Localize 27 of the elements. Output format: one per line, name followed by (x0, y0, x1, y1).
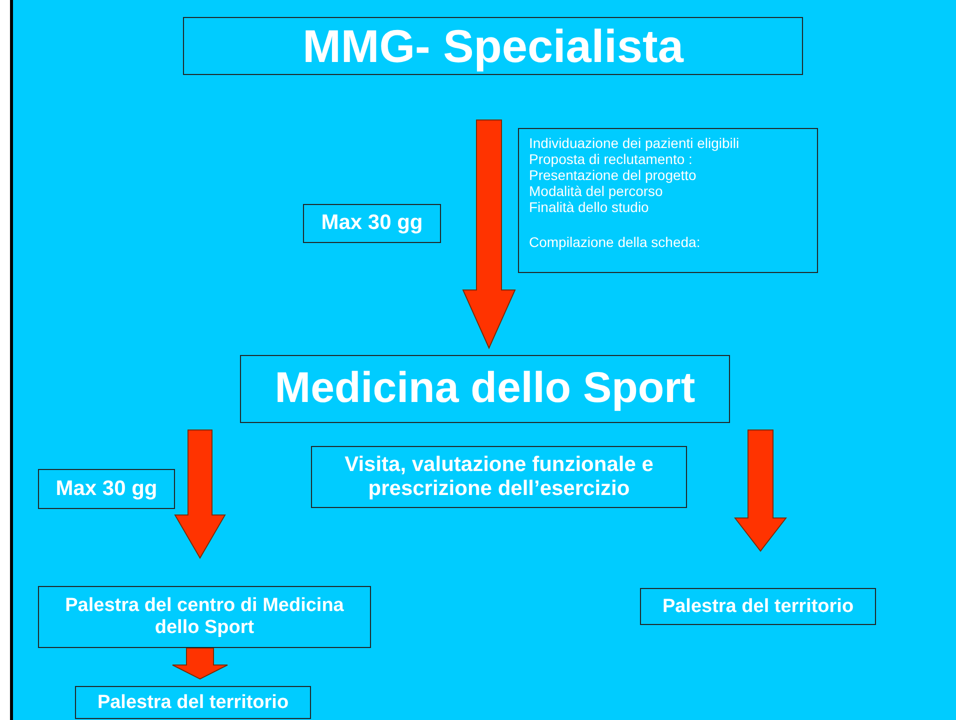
process-box (38, 586, 371, 648)
box-text: Medicina dello Sport (274, 364, 696, 414)
box-text: Visita, valutazione funzionale e prescrizione dell’esercizio (344, 452, 654, 502)
box-text: Max 30 gg (321, 211, 423, 236)
box-text: Palestra del centro di Medicina dello Sport (64, 595, 345, 639)
list-item: Modalità del percorso (529, 183, 663, 200)
block-arrow (734, 430, 788, 552)
box-text: Max 30 gg (56, 476, 158, 502)
box-text: MMG- Specialista (302, 20, 684, 72)
box-text: Palestra del territorio (97, 692, 289, 714)
list-item: Presentazione del progetto (529, 167, 696, 184)
block-arrow (462, 120, 516, 350)
list-item: Compilazione della scheda: (529, 234, 700, 251)
process-box (303, 204, 441, 243)
block-arrow (172, 648, 228, 680)
process-box (38, 469, 175, 509)
process-box (311, 446, 687, 508)
list-item: Finalità dello studio (529, 199, 649, 216)
process-box (240, 355, 730, 423)
process-box (183, 17, 803, 75)
box-text: Palestra del territorio (662, 596, 854, 618)
list-item: Proposta di reclutamento : (529, 151, 692, 168)
process-box (640, 588, 876, 625)
block-arrow (174, 430, 226, 559)
note-box (518, 128, 818, 273)
list-item: Individuazione dei pazienti eligibili (529, 135, 740, 152)
process-box (75, 686, 311, 719)
